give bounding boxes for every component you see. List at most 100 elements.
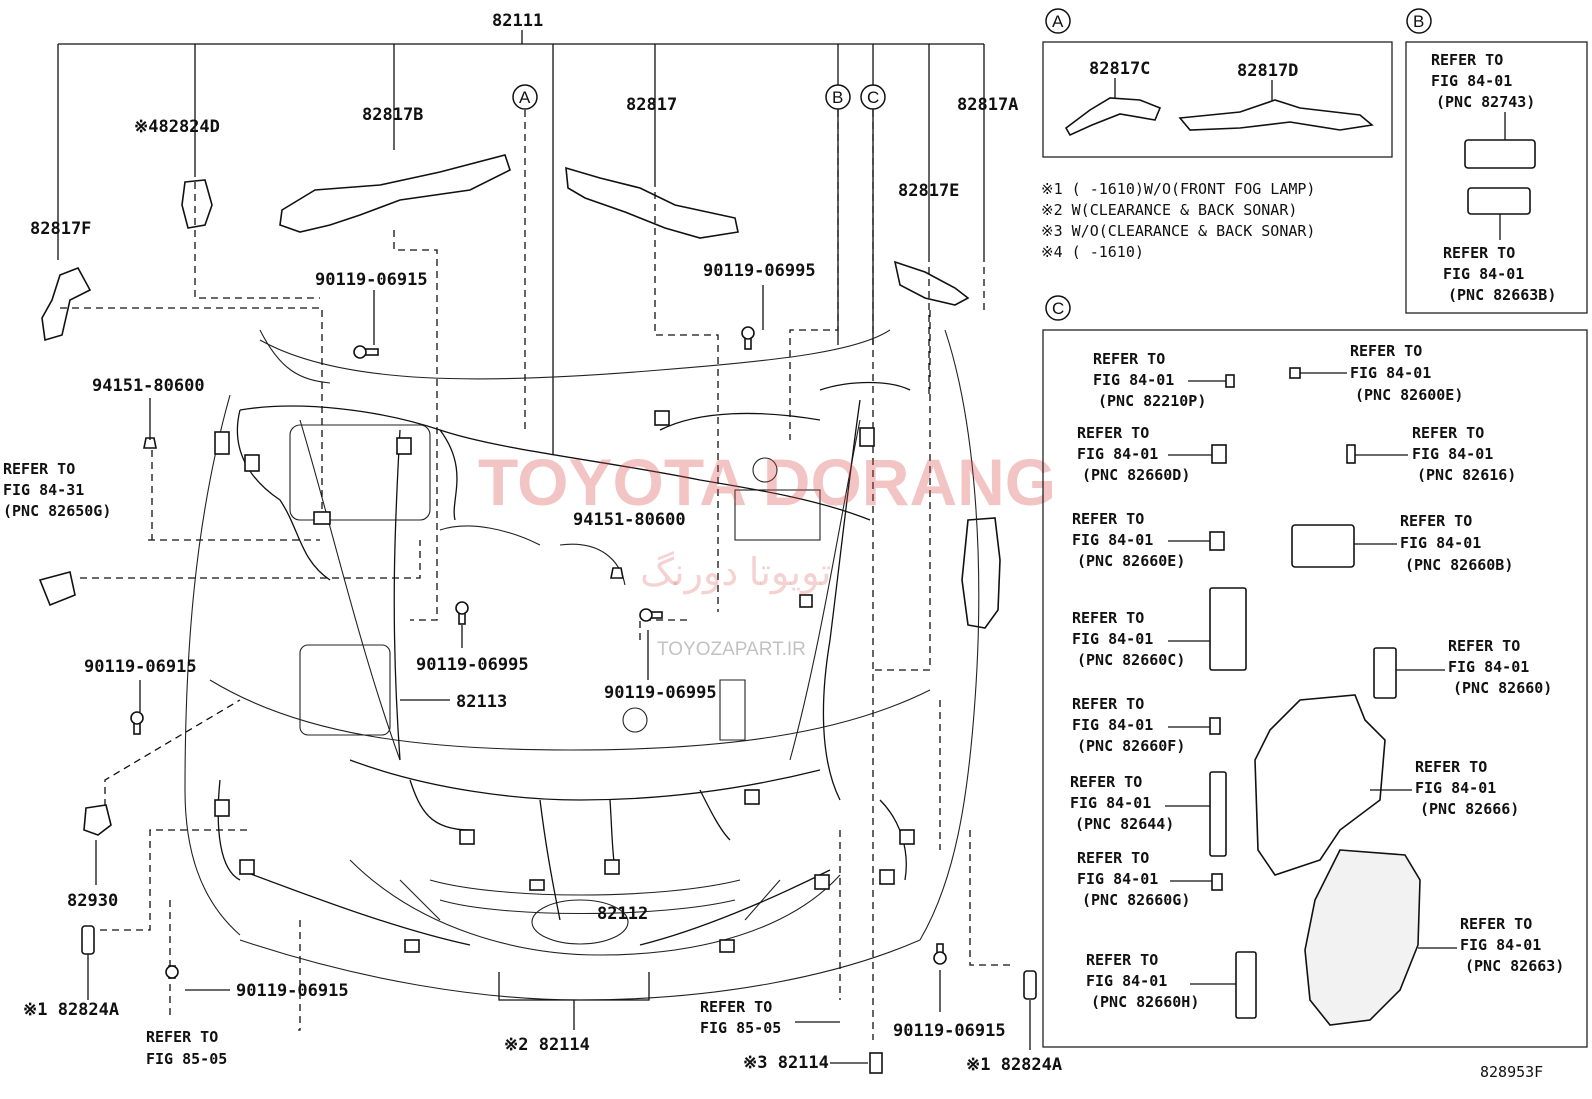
callout-a-label: A — [519, 88, 531, 107]
panel-b: B REFER TO FIG 84-01 (PNC 82743) REFER T… — [1405, 8, 1588, 314]
bolt-icon — [165, 965, 179, 979]
panel-c-ref12-line3: (PNC 82660G) — [1082, 891, 1190, 909]
panel-a-part1: 82817C — [1089, 59, 1150, 79]
bolts — [130, 326, 947, 979]
panel-b-ref2-line2: FIG 84-01 — [1443, 265, 1524, 283]
part-82824a-left-label: ※1 82824A — [23, 1000, 119, 1020]
panel-c-ref4-line1: REFER TO — [1412, 424, 1484, 442]
bolt-icon — [639, 608, 663, 622]
watermark-persian: تویوتا دورنگ — [640, 551, 831, 595]
sensor-82930-shape — [83, 804, 112, 836]
panel-c-ref1-line3: (PNC 82210P) — [1098, 392, 1206, 410]
panel-c: C REFER TO FIG 84-01 (PNC 82210P) REFER … — [1042, 295, 1588, 1048]
bolt-label-4: 94151-80600 — [573, 510, 686, 530]
protector-82817a-shape — [961, 517, 1001, 629]
panel-c-ref14-line3: (PNC 82660H) — [1091, 993, 1199, 1011]
panel-c-ref14-line2: FIG 84-01 — [1086, 972, 1167, 990]
panel-c-ref9-line3: (PNC 82660F) — [1077, 737, 1185, 755]
panel-c-ref4-line3: (PNC 82616) — [1417, 466, 1516, 484]
part-82817e-label: 82817E — [898, 181, 959, 201]
bolt-leaders — [139, 285, 941, 1012]
refer-85-05-right-line2: FIG 85-05 — [700, 1019, 781, 1037]
panel-c-ref6-line3: (PNC 82660B) — [1405, 556, 1513, 574]
clip-icon — [610, 567, 624, 579]
connector-82114-shape — [869, 1052, 883, 1074]
panel-c-ref7-line3: (PNC 82660C) — [1077, 651, 1185, 669]
refer-85-05-left-line1: REFER TO — [146, 1028, 218, 1046]
refer-85-05-right: REFER TO FIG 85-05 — [700, 998, 781, 1037]
bolt-icon — [353, 345, 379, 359]
panel-c-ref9-line1: REFER TO — [1072, 695, 1144, 713]
panel-c-ref6-line1: REFER TO — [1400, 512, 1472, 530]
panel-c-ref5-line1: REFER TO — [1072, 510, 1144, 528]
bolt-label-8: 90119-06915 — [236, 981, 349, 1001]
callout-b-label: B — [832, 88, 843, 107]
protector-82817b-shape — [279, 154, 511, 233]
panel-c-ref9-line2: FIG 84-01 — [1072, 716, 1153, 734]
panel-c-ref7-line2: FIG 84-01 — [1072, 630, 1153, 648]
panel-c-ref11-line1: REFER TO — [1070, 773, 1142, 791]
protector-82824d-shape — [181, 179, 213, 229]
bolt-label-9: 90119-06915 — [893, 1021, 1006, 1041]
panel-c-ref7-line1: REFER TO — [1072, 609, 1144, 627]
panel-c-label: C — [1052, 299, 1064, 318]
harness-connectors — [214, 410, 915, 953]
note-1: ※1 ( -1610)W/O(FRONT FOG LAMP) — [1041, 180, 1315, 198]
panel-c-ref3-line2: FIG 84-01 — [1077, 445, 1158, 463]
main-dashed-leaders — [60, 170, 1010, 1031]
part-82114-center-label: ※2 82114 — [504, 1035, 590, 1055]
panel-c-ref2-line3: (PNC 82600E) — [1355, 386, 1463, 404]
part-82114-bottom-label: ※3 82114 — [743, 1053, 829, 1073]
panel-c-ref5-line2: FIG 84-01 — [1072, 531, 1153, 549]
panel-c-ref8-line1: REFER TO — [1448, 637, 1520, 655]
connector-82650g-shape — [38, 571, 76, 607]
panel-c-ref10-line1: REFER TO — [1415, 758, 1487, 776]
panel-b-label: B — [1413, 12, 1424, 31]
refer-82650g-line1: REFER TO — [3, 460, 75, 478]
refer-82650g-line3: (PNC 82650G) — [3, 502, 111, 520]
panel-b-ref1-line3: (PNC 82743) — [1436, 93, 1535, 111]
note-3: ※3 W/O(CLEARANCE & BACK SONAR) — [1041, 222, 1315, 240]
panel-a: A 82817C 82817D — [1042, 8, 1393, 158]
watermark-main: TOYOTA DORANG — [478, 445, 1056, 519]
callout-leaders — [524, 110, 874, 1040]
note-2: ※2 W(CLEARANCE & BACK SONAR) — [1041, 201, 1297, 219]
bolt-label-1: 90119-06915 — [315, 270, 428, 290]
part-82824a-right-label: ※1 82824A — [966, 1055, 1062, 1075]
panel-c-ref12-line2: FIG 84-01 — [1077, 870, 1158, 888]
panel-b-ref1-line1: REFER TO — [1431, 51, 1503, 69]
part-82817-label: 82817 — [626, 95, 677, 115]
part-82824d-label: ※482824D — [134, 117, 220, 137]
part-82817b-label: 82817B — [362, 105, 423, 125]
panel-c-ref10-line3: (PNC 82666) — [1420, 800, 1519, 818]
panel-c-ref6-line2: FIG 84-01 — [1400, 534, 1481, 552]
panel-c-ref13-line1: REFER TO — [1460, 915, 1532, 933]
clip-icon — [143, 437, 157, 449]
bolt-label-6: 90119-06995 — [416, 655, 529, 675]
panel-b-ref2-line1: REFER TO — [1443, 244, 1515, 262]
bolt-icon — [933, 943, 947, 965]
vehicle-outline — [184, 329, 980, 1001]
panel-c-ref12-line1: REFER TO — [1077, 849, 1149, 867]
panel-c-ref14-line1: REFER TO — [1086, 951, 1158, 969]
panel-c-ref11-line2: FIG 84-01 — [1070, 794, 1151, 812]
part-82112-label: 82112 — [597, 904, 648, 924]
bolt-icon — [455, 601, 469, 625]
callout-b: B — [825, 84, 851, 110]
bolt-label-7: 90119-06995 — [604, 683, 717, 703]
panel-c-ref4-line2: FIG 84-01 — [1412, 445, 1493, 463]
refer-85-05-right-line1: REFER TO — [700, 998, 772, 1016]
panel-c-ref10-line2: FIG 84-01 — [1415, 779, 1496, 797]
note-4: ※4 ( -1610) — [1041, 243, 1144, 261]
panel-c-ref1-line2: FIG 84-01 — [1093, 371, 1174, 389]
watermark-url: TOYOZAPART.IR — [657, 639, 806, 660]
part-82113-label: 82113 — [456, 692, 507, 712]
bolt-label-5: 90119-06915 — [84, 657, 197, 677]
sensor-82824a-left-shape — [81, 925, 95, 955]
refer-85-05-left: REFER TO FIG 85-05 — [146, 1028, 227, 1068]
bolt-label-3: 94151-80600 — [92, 376, 205, 396]
figure-code: 828953F — [1480, 1063, 1543, 1081]
panel-b-ref1-line2: FIG 84-01 — [1431, 72, 1512, 90]
panel-a-part2: 82817D — [1237, 61, 1298, 81]
